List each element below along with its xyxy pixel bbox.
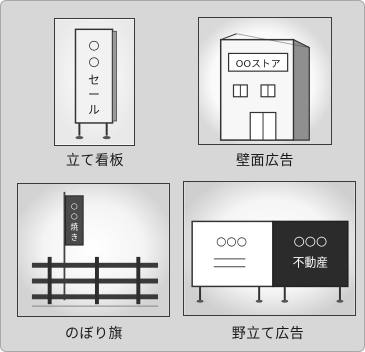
banner-flag-icon: ○ ○ 焼 き (18, 184, 169, 316)
standing-signboard-icon: ○ ○ セ ー ル (55, 19, 134, 145)
svg-text:○: ○ (88, 53, 99, 68)
roadside-billboard-label: 野立て広告 (231, 326, 305, 342)
wall-advertisement-card: OOストア (198, 17, 332, 145)
roadside-billboard-icon: ○○○ ○○○ 不動産 (184, 182, 355, 315)
billboard-right-top-text: ○○○ (294, 234, 328, 249)
svg-text:○: ○ (71, 211, 78, 220)
svg-text:ル: ル (88, 103, 100, 117)
wall-advertisement-label: 壁面広告 (236, 153, 294, 169)
svg-text:ー: ー (88, 88, 100, 102)
banner-flag-label: のぼり旗 (65, 326, 123, 342)
roadside-billboard-card: ○○○ ○○○ 不動産 (183, 181, 356, 316)
standing-signboard-text: ○ (88, 37, 99, 52)
banner-flag-card: ○ ○ 焼 き (17, 183, 170, 317)
billboard-right-bottom-text: 不動産 (293, 256, 328, 270)
standing-signboard-card: ○ ○ セ ー ル (54, 18, 135, 146)
wall-sign-text: OOストア (236, 59, 281, 70)
standing-signboard-label: 立て看板 (66, 153, 124, 169)
svg-text:き: き (70, 233, 78, 242)
wall-advertisement-icon: OOストア (199, 18, 331, 144)
svg-text:セ: セ (88, 73, 100, 87)
svg-text:焼: 焼 (70, 222, 78, 231)
billboard-left-text: ○○○ (216, 234, 247, 248)
banner-flag-text: ○ (71, 202, 78, 211)
